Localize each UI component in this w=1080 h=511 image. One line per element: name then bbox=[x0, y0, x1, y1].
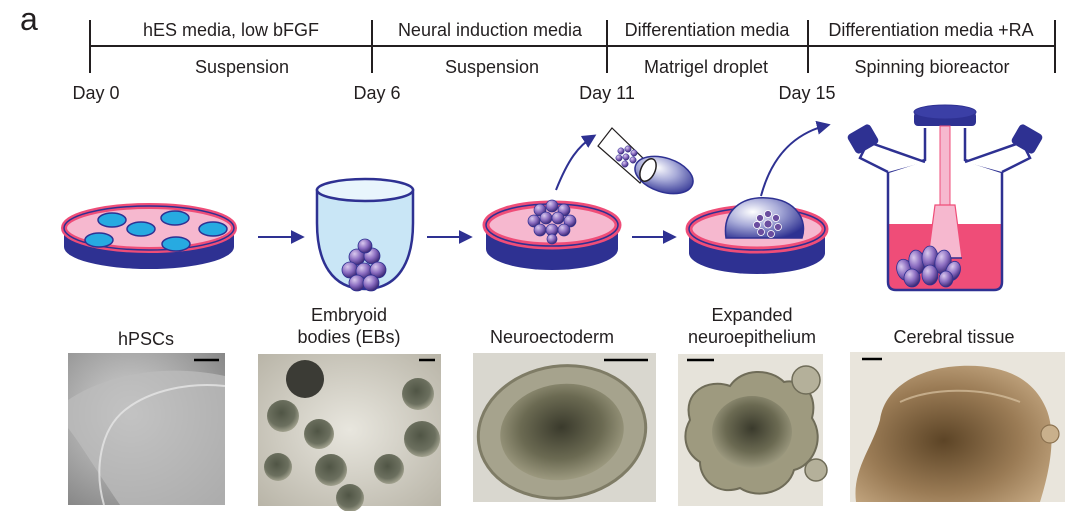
micrograph-embryoid-bodies bbox=[258, 354, 441, 511]
expanded-cluster bbox=[753, 210, 782, 238]
media-label-1: hES media, low bFGF bbox=[143, 20, 319, 40]
neuroectoderm-dish bbox=[482, 199, 622, 270]
condition-label-2: Suspension bbox=[445, 57, 539, 77]
matrigel-droplet-inset bbox=[597, 127, 694, 195]
stage-label-eb-line1: Embryoid bbox=[311, 305, 387, 325]
expanded-neuroepithelium-dish bbox=[685, 197, 829, 274]
stage-label-neuroectoderm: Neuroectoderm bbox=[490, 327, 614, 347]
micrograph-neuroectoderm bbox=[473, 353, 656, 502]
spinning-bioreactor bbox=[847, 104, 1043, 292]
condition-label-3: Matrigel droplet bbox=[644, 57, 768, 77]
condition-label-4: Spinning bioreactor bbox=[854, 57, 1009, 77]
bioreactor-organoids bbox=[896, 245, 961, 288]
condition-label-1: Suspension bbox=[195, 57, 289, 77]
day-label-6: Day 6 bbox=[353, 83, 400, 103]
neuroectoderm-cluster bbox=[527, 199, 577, 245]
day-label-15: Day 15 bbox=[778, 83, 835, 103]
stage-label-cerebral-tissue: Cerebral tissue bbox=[893, 327, 1014, 347]
embryoid-body-well bbox=[315, 177, 415, 292]
media-label-3: Differentiation media bbox=[625, 20, 791, 40]
embryoid-body-cluster bbox=[341, 238, 387, 292]
stage-label-eb-line2: bodies (EBs) bbox=[297, 327, 400, 347]
hpsc-culture-dish bbox=[61, 203, 237, 269]
panel-label: a bbox=[20, 1, 38, 37]
micrograph-cerebral-tissue bbox=[850, 352, 1065, 502]
stage-label-hpsc: hPSCs bbox=[118, 329, 174, 349]
day-label-11: Day 11 bbox=[579, 83, 635, 103]
stage-label-expanded-line2: neuroepithelium bbox=[688, 327, 816, 347]
media-label-4: Differentiation media +RA bbox=[828, 20, 1033, 40]
inset-cluster bbox=[615, 145, 638, 168]
arrow-to-bioreactor bbox=[760, 120, 831, 197]
arrow-to-matrigel-inset bbox=[555, 134, 597, 191]
timeline: hES media, low bFGF Neural induction med… bbox=[72, 20, 1056, 103]
day-label-0: Day 0 bbox=[72, 83, 119, 103]
media-label-2: Neural induction media bbox=[398, 20, 583, 40]
stage-label-expanded-line1: Expanded bbox=[711, 305, 792, 325]
micrograph-expanded-neuroepithelium bbox=[678, 354, 828, 506]
micrograph-hpsc bbox=[68, 353, 226, 506]
